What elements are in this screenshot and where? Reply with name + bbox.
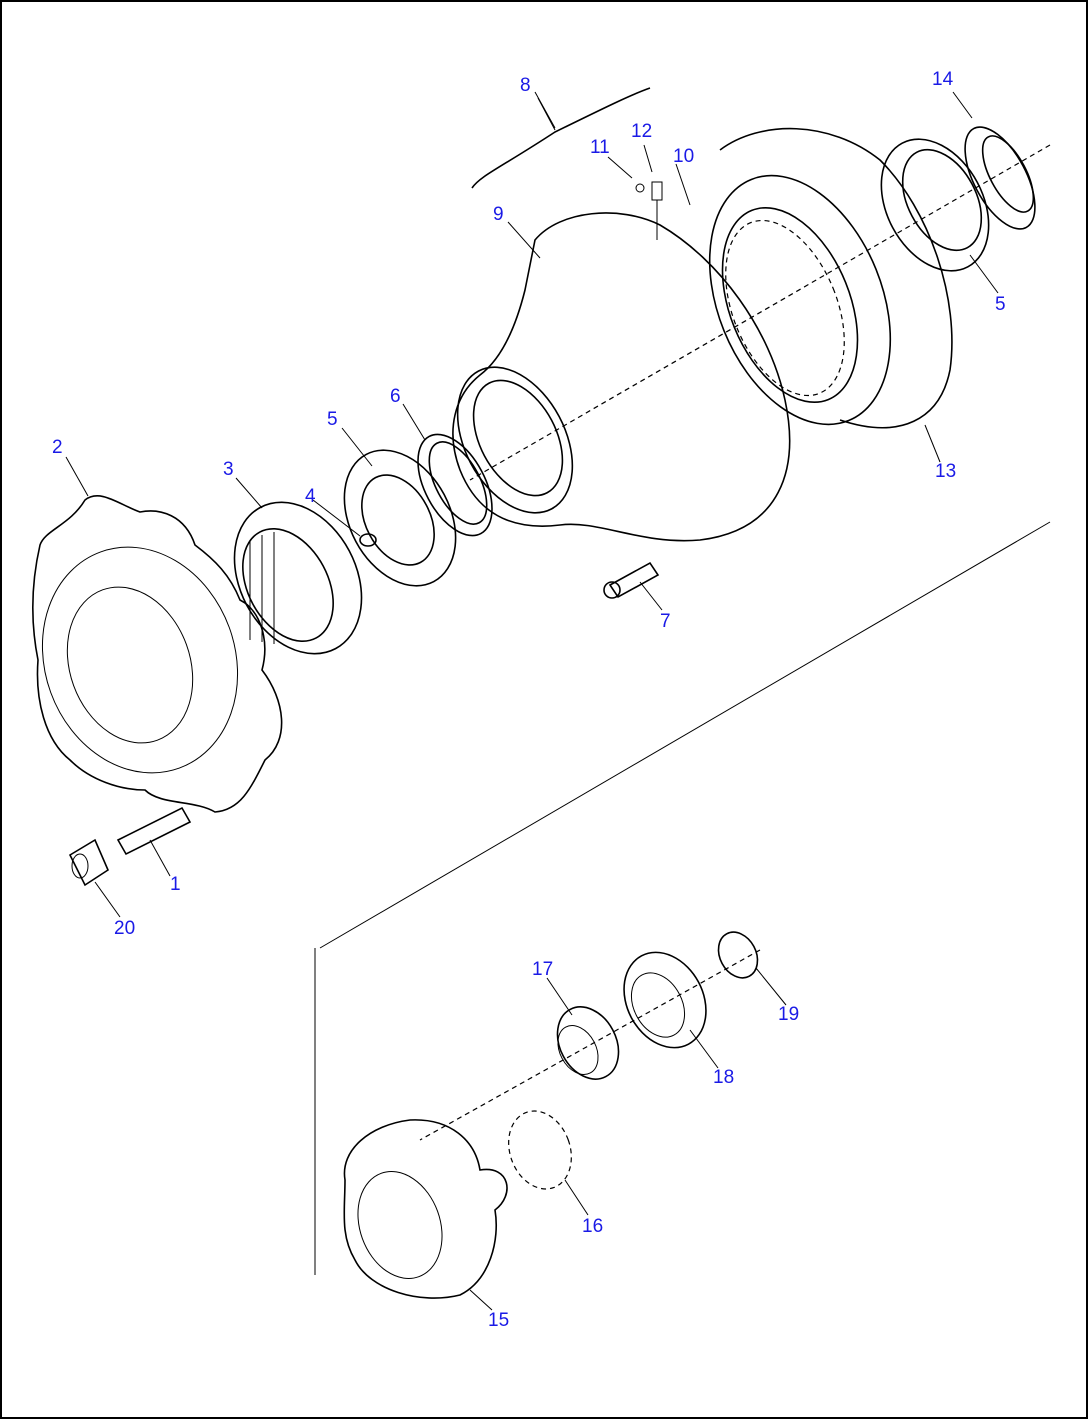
callout-20: 20	[114, 918, 135, 939]
callout-18: 18	[713, 1067, 734, 1088]
callout-3: 3	[223, 459, 234, 480]
callout-10: 10	[673, 146, 694, 167]
callout-2: 2	[52, 437, 63, 458]
callout-19: 19	[778, 1004, 799, 1025]
part-8-bracket	[471, 87, 651, 189]
bearing-cup-part-5-upper	[880, 138, 990, 272]
nut-part-20	[68, 838, 110, 887]
callout-5-lower: 5	[327, 409, 338, 430]
callout-6: 6	[390, 386, 401, 407]
leader-lines	[65, 91, 999, 1311]
callout-8: 8	[520, 75, 531, 96]
callout-12: 12	[631, 121, 652, 142]
callout-9: 9	[493, 204, 504, 225]
callout-13: 13	[935, 461, 956, 482]
callout-14: 14	[932, 69, 954, 90]
o-ring-part-16	[508, 1110, 572, 1190]
gear-part-18	[623, 951, 707, 1049]
carrier-part-15	[343, 1119, 508, 1299]
callout-labels: 1 2 3 4 5 5 6 7 8 9 10 11 12 13 14 15 16…	[52, 69, 1006, 1331]
wheel-hub-part-2	[32, 495, 283, 813]
callout-1: 1	[170, 874, 181, 895]
bearing-cone-part-14	[964, 126, 1036, 230]
seal-part-3	[233, 501, 363, 655]
bearing-part-17	[556, 1006, 620, 1080]
ring-part-6	[417, 433, 493, 537]
ring-gear-part-10	[708, 174, 892, 426]
callout-16: 16	[582, 1216, 603, 1237]
callout-11: 11	[590, 137, 610, 158]
pin-part-4	[359, 533, 377, 547]
callout-15: 15	[488, 1310, 509, 1331]
hub-housing-part-9	[452, 212, 791, 542]
fitting-parts-11-12	[635, 181, 663, 240]
o-ring-part-13	[719, 127, 953, 429]
callout-7: 7	[660, 611, 671, 632]
bolt-part-7	[603, 561, 660, 599]
callout-5-upper: 5	[995, 294, 1006, 315]
snap-ring-part-19	[717, 931, 759, 979]
callout-17: 17	[532, 959, 553, 980]
bearing-part-5-lower	[343, 449, 457, 587]
callout-4: 4	[305, 486, 316, 507]
stud-part-1	[116, 806, 192, 856]
